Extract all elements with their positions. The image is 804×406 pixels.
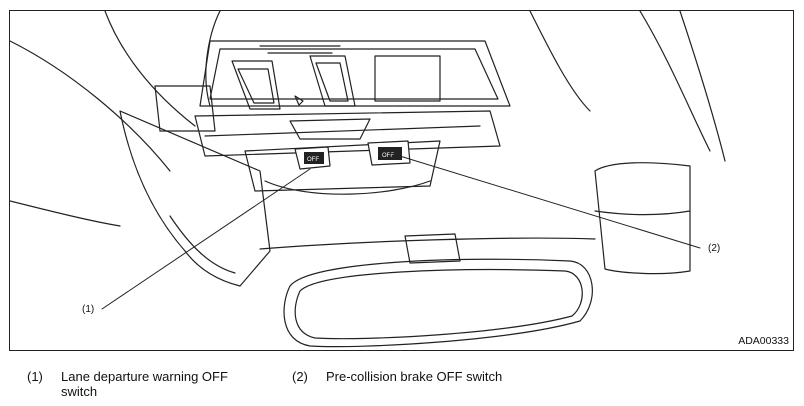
callout-1-leader xyxy=(101,168,311,310)
rear-view-mirror xyxy=(283,258,593,348)
mirror-mount xyxy=(259,233,596,264)
lane-departure-warning-off-switch-icon: OFF xyxy=(307,157,319,163)
legend-item-2: (2) Pre-collision brake OFF switch xyxy=(292,369,592,387)
legend-item-1: (1) Lane departure warning OFF switch xyxy=(27,369,267,403)
legend-number: (2) xyxy=(292,369,308,384)
pre-collision-brake-off-switch[interactable]: OFF xyxy=(367,140,411,166)
callout-2-leader xyxy=(389,152,701,249)
legend-text-line: Lane departure warning OFF xyxy=(61,369,228,384)
legend-text-line: switch xyxy=(61,384,98,399)
right-visor xyxy=(594,162,691,275)
overhead-console-illustration: OFF OFF xyxy=(10,11,726,348)
lane-departure-warning-off-switch[interactable]: OFF xyxy=(294,146,331,170)
legend-text: Lane departure warning OFF switch xyxy=(61,369,228,399)
overhead-console xyxy=(154,40,511,195)
callout-2-label: (2) xyxy=(708,243,721,254)
figure-frame: OFF OFF (1) (2) ADA xyxy=(9,10,794,351)
legend-text: Pre-collision brake OFF switch xyxy=(326,369,503,384)
legend-number: (1) xyxy=(27,369,43,384)
left-visor xyxy=(119,110,271,287)
figure-code: ADA00333 xyxy=(738,335,789,347)
callout-1-label: (1) xyxy=(82,304,95,315)
pre-collision-brake-off-switch-icon: OFF xyxy=(382,153,394,159)
headliner-outline xyxy=(10,11,726,227)
